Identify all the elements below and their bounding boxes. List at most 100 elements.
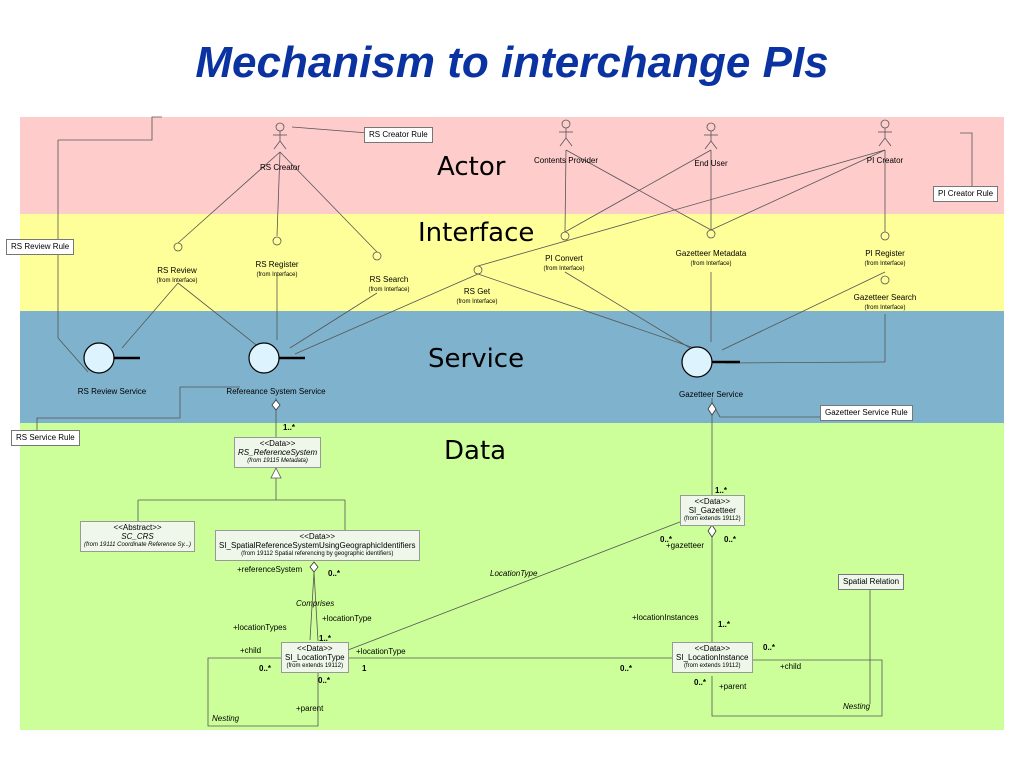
- si-location-type-from: (from extends 19112): [286, 663, 344, 669]
- role-location-types: +locationTypes: [233, 623, 287, 632]
- role-parent: +parent: [719, 682, 747, 691]
- pi-creator-label: PI Creator: [866, 156, 904, 165]
- multiplicity-label: 0..*: [694, 678, 707, 687]
- rs-search-interface-label: RS Search: [369, 275, 409, 284]
- sc-crs-stereotype: <<Abstract>>: [113, 523, 162, 532]
- multiplicity-label: 0..*: [328, 569, 341, 578]
- si-srs-geo-stereotype: <<Data>>: [299, 532, 336, 541]
- multiplicity-label: 0..*: [763, 643, 776, 652]
- assoc-comprises: Comprises: [296, 599, 335, 608]
- role-location-type: +locationType: [356, 647, 406, 656]
- reference-system-service-label: Refereance System Service: [226, 387, 326, 396]
- end-user-label: End User: [694, 159, 728, 168]
- multiplicity-label: 0..*: [620, 664, 633, 673]
- actor-band: [20, 117, 1004, 214]
- rs-review-interface: RS Review (from Interface): [142, 266, 212, 286]
- rs-service-rule-note: RS Service Rule: [11, 430, 80, 446]
- si-location-type-name: SI_LocationType: [285, 653, 345, 662]
- si-srs-geo-class: <<Data>> SI_SpatialReferenceSystemUsingG…: [215, 530, 420, 561]
- pi-creator-actor-icon: [878, 119, 892, 147]
- multiplicity-label: 0..*: [660, 535, 673, 544]
- rs-reference-system-stereotype: <<Data>>: [259, 439, 296, 448]
- role-child: +child: [780, 662, 802, 671]
- si-srs-geo-from: (from 19112 Spatial referencing by geogr…: [241, 551, 394, 557]
- gazetteer-search-interface: Gazetteer Search (from Interface): [840, 293, 930, 313]
- reference-system-service-icon: [248, 342, 305, 374]
- role-parent: +parent: [296, 704, 324, 713]
- slide-title: Mechanism to interchange PIs: [195, 38, 829, 87]
- data-band-label: Data: [444, 436, 507, 466]
- interface-band-label: Interface: [418, 218, 535, 248]
- rs-review-service-icon: [83, 342, 140, 374]
- sc-crs-name: SC_CRS: [121, 532, 154, 541]
- assoc-nesting: Nesting: [212, 714, 240, 723]
- assoc-location-type: LocationType: [490, 569, 538, 578]
- pi-register-interface: PI Register (from Interface): [849, 249, 921, 269]
- pi-convert-interface-label: PI Convert: [545, 254, 583, 263]
- si-location-instance-from: (from extends 19112): [683, 663, 741, 669]
- role-gazetteer: +gazetteer: [666, 541, 705, 550]
- rs-register-interface: RS Register (from Interface): [241, 260, 313, 280]
- role-reference-system: +referenceSystem: [237, 565, 303, 574]
- multiplicity-label: 1..*: [715, 486, 728, 495]
- service-band: [20, 311, 1004, 423]
- pi-register-interface-from: (from Interface): [864, 261, 906, 267]
- multiplicity-label: 1..*: [718, 620, 731, 629]
- sc-crs-from: (from 19111 Coordinate Reference Sy...): [84, 542, 192, 548]
- role-location-instances: +locationInstances: [632, 613, 699, 622]
- gazetteer-service-label: Gazetteer Service: [678, 390, 744, 399]
- rs-creator-actor-icon: [273, 122, 287, 150]
- role-child: +child: [240, 646, 262, 655]
- si-gazetteer-name: SI_Gazetteer: [688, 506, 736, 515]
- gazetteer-search-interface-from: (from Interface): [864, 305, 906, 311]
- multiplicity-label: 0..*: [724, 535, 737, 544]
- rs-creator-label: RS Creator: [259, 163, 300, 172]
- pi-register-interface-label: PI Register: [865, 249, 905, 258]
- rs-review-service-label: RS Review Service: [77, 387, 147, 396]
- si-location-instance-stereotype: <<Data>>: [694, 644, 731, 653]
- role-location-type: +locationType: [322, 614, 372, 623]
- end-user-actor-icon: [704, 122, 718, 150]
- interface-band: [20, 214, 1004, 311]
- rs-reference-system-name: RS_ReferenceSystem: [238, 448, 318, 457]
- pi-convert-interface: PI Convert (from Interface): [528, 254, 600, 274]
- si-location-type-stereotype: <<Data>>: [297, 644, 333, 653]
- gazetteer-metadata-interface: Gazetteer Metadata (from Interface): [666, 249, 756, 269]
- gazetteer-metadata-interface-from: (from Interface): [690, 261, 732, 267]
- rs-get-interface-label: RS Get: [463, 287, 491, 296]
- rs-creator-rule-note: RS Creator Rule: [364, 127, 433, 143]
- contents-provider-actor-icon: [559, 119, 573, 147]
- gazetteer-service-rule-note: Gazetteer Service Rule: [820, 405, 913, 421]
- si-gazetteer-class: <<Data>> SI_Gazetteer (from extends 1911…: [680, 495, 745, 526]
- rs-search-interface: RS Search (from Interface): [353, 275, 425, 295]
- si-location-instance-class: <<Data>> SI_LocationInstance (from exten…: [672, 642, 753, 673]
- pi-creator-rule-note: PI Creator Rule: [933, 186, 999, 202]
- rs-reference-system-class: <<Data>> RS_ReferenceSystem (from 19115 …: [234, 437, 322, 468]
- rs-search-interface-from: (from Interface): [368, 287, 410, 293]
- spatial-relation-note: Spatial Relation: [838, 574, 905, 590]
- si-location-type-class: <<Data>> SI_LocationType (from extends 1…: [281, 642, 349, 673]
- gazetteer-metadata-interface-label: Gazetteer Metadata: [675, 249, 747, 258]
- gazetteer-service-icon: [681, 346, 740, 378]
- rs-review-interface-from: (from Interface): [156, 278, 198, 284]
- multiplicity-label: 0..*: [318, 676, 331, 685]
- rs-register-interface-label: RS Register: [255, 260, 299, 269]
- assoc-nesting: Nesting: [843, 702, 871, 711]
- sc-crs-class: <<Abstract>> SC_CRS (from 19111 Coordina…: [80, 521, 196, 552]
- multiplicity-label: 1..*: [319, 634, 332, 643]
- multiplicity-label: 1..*: [283, 423, 296, 432]
- si-location-instance-name: SI_LocationInstance: [676, 653, 749, 662]
- service-band-label: Service: [428, 344, 525, 374]
- rs-review-interface-label: RS Review: [157, 266, 197, 275]
- rs-get-interface: RS Get (from Interface): [441, 287, 513, 307]
- rs-get-interface-from: (from Interface): [456, 299, 498, 305]
- multiplicity-label: 0..*: [259, 664, 272, 673]
- si-srs-geo-name: SI_SpatialReferenceSystemUsingGeographic…: [219, 541, 416, 550]
- si-gazetteer-stereotype: <<Data>>: [694, 497, 731, 506]
- rs-review-rule-note: RS Review Rule: [6, 239, 75, 255]
- rs-reference-system-from: (from 19115 Metadata): [247, 458, 308, 464]
- pi-convert-interface-from: (from Interface): [543, 266, 585, 272]
- actor-band-label: Actor: [437, 152, 506, 182]
- multiplicity-label: 1: [362, 664, 367, 673]
